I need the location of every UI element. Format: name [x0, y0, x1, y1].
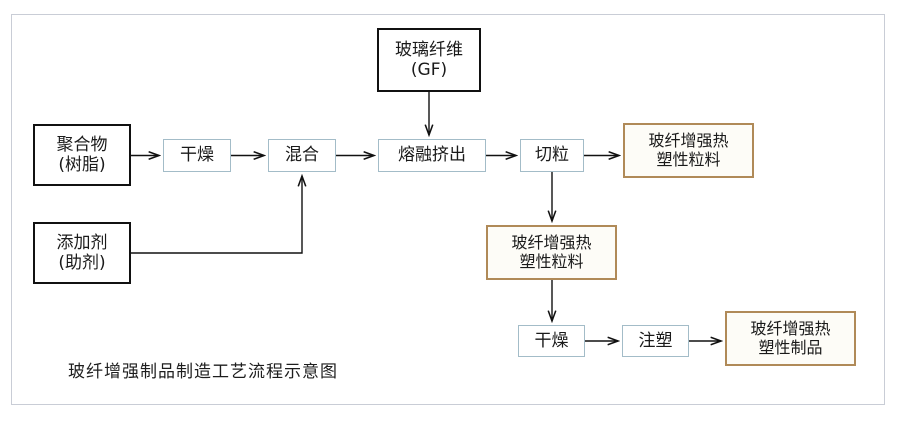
- node-polymer-resin[interactable]: 聚合物 (树脂): [33, 124, 131, 186]
- diagram-caption: 玻纤增强制品制造工艺流程示意图: [68, 362, 338, 382]
- node-glass-fiber[interactable]: 玻璃纤维 (GF): [377, 28, 481, 92]
- node-drying-first[interactable]: 干燥: [163, 139, 231, 172]
- node-pelletizing[interactable]: 切粒: [520, 139, 584, 172]
- node-additives[interactable]: 添加剂 (助剂): [33, 222, 131, 284]
- node-melt-extrusion[interactable]: 熔融挤出: [378, 139, 486, 172]
- node-gf-finished-product[interactable]: 玻纤增强热 塑性制品: [725, 311, 856, 366]
- node-gf-pellet-product[interactable]: 玻纤增强热 塑性粒料: [623, 123, 754, 178]
- node-gf-pellet-intermediate[interactable]: 玻纤增强热 塑性粒料: [486, 225, 617, 280]
- diagram-frame: [11, 14, 885, 405]
- node-drying-second[interactable]: 干燥: [518, 325, 585, 357]
- node-mixing[interactable]: 混合: [268, 139, 336, 172]
- node-injection-molding[interactable]: 注塑: [622, 325, 689, 357]
